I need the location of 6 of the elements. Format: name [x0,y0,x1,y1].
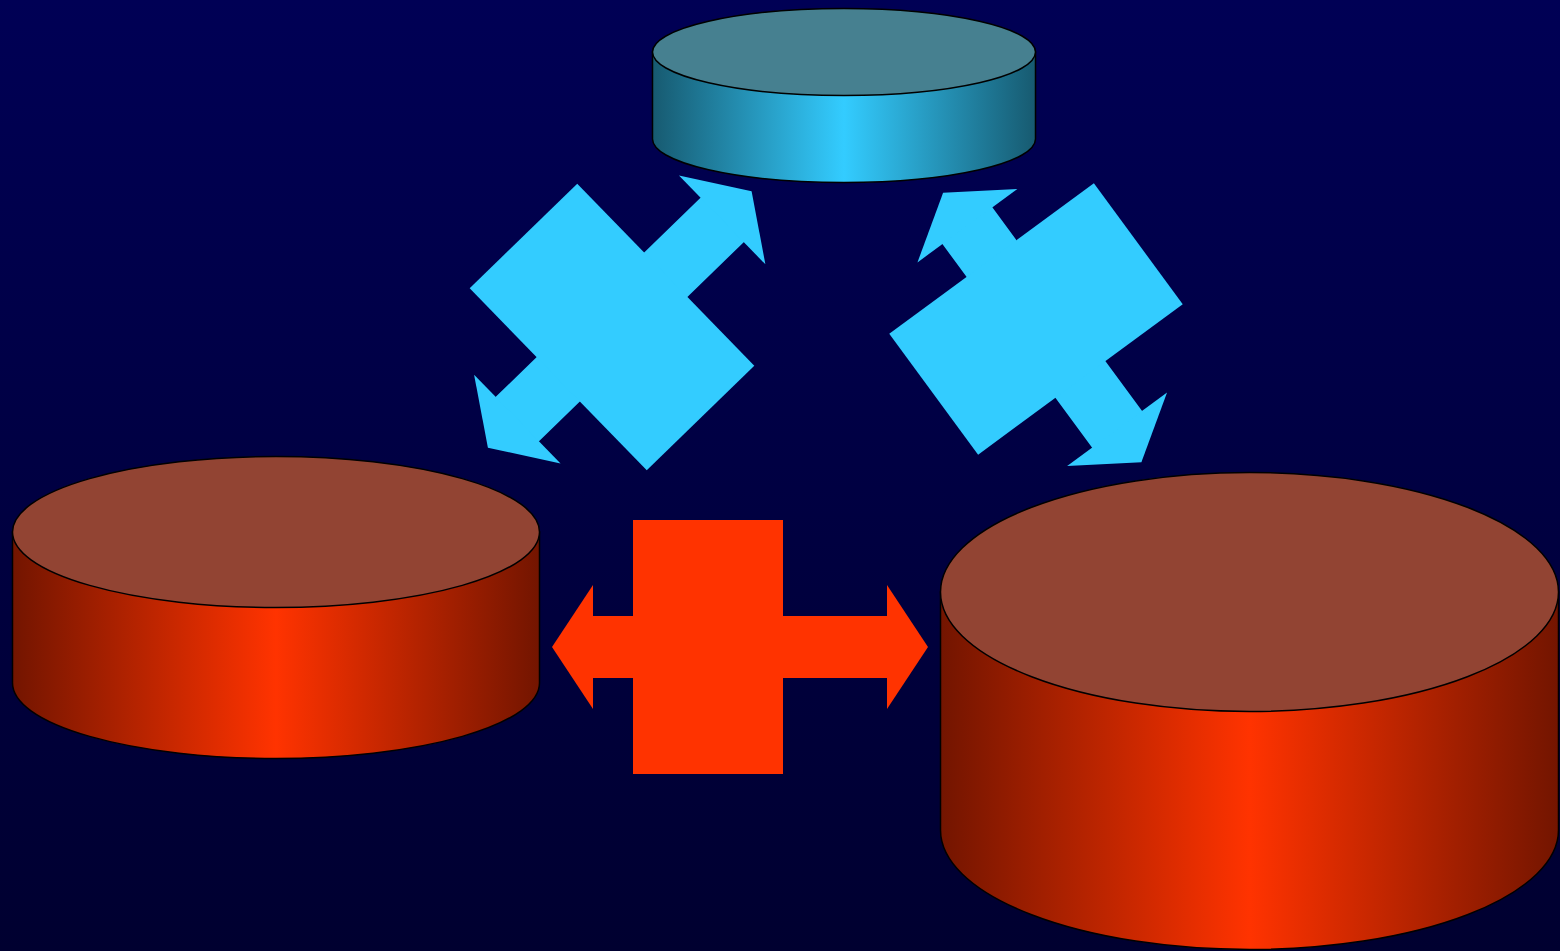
cylinder-shape [940,472,1559,950]
cylinder-shape [652,8,1036,183]
double-block-arrow [889,183,1183,466]
double-block-arrow [552,520,928,774]
cylinder-shape [12,456,540,759]
double-block-arrow [469,175,766,471]
